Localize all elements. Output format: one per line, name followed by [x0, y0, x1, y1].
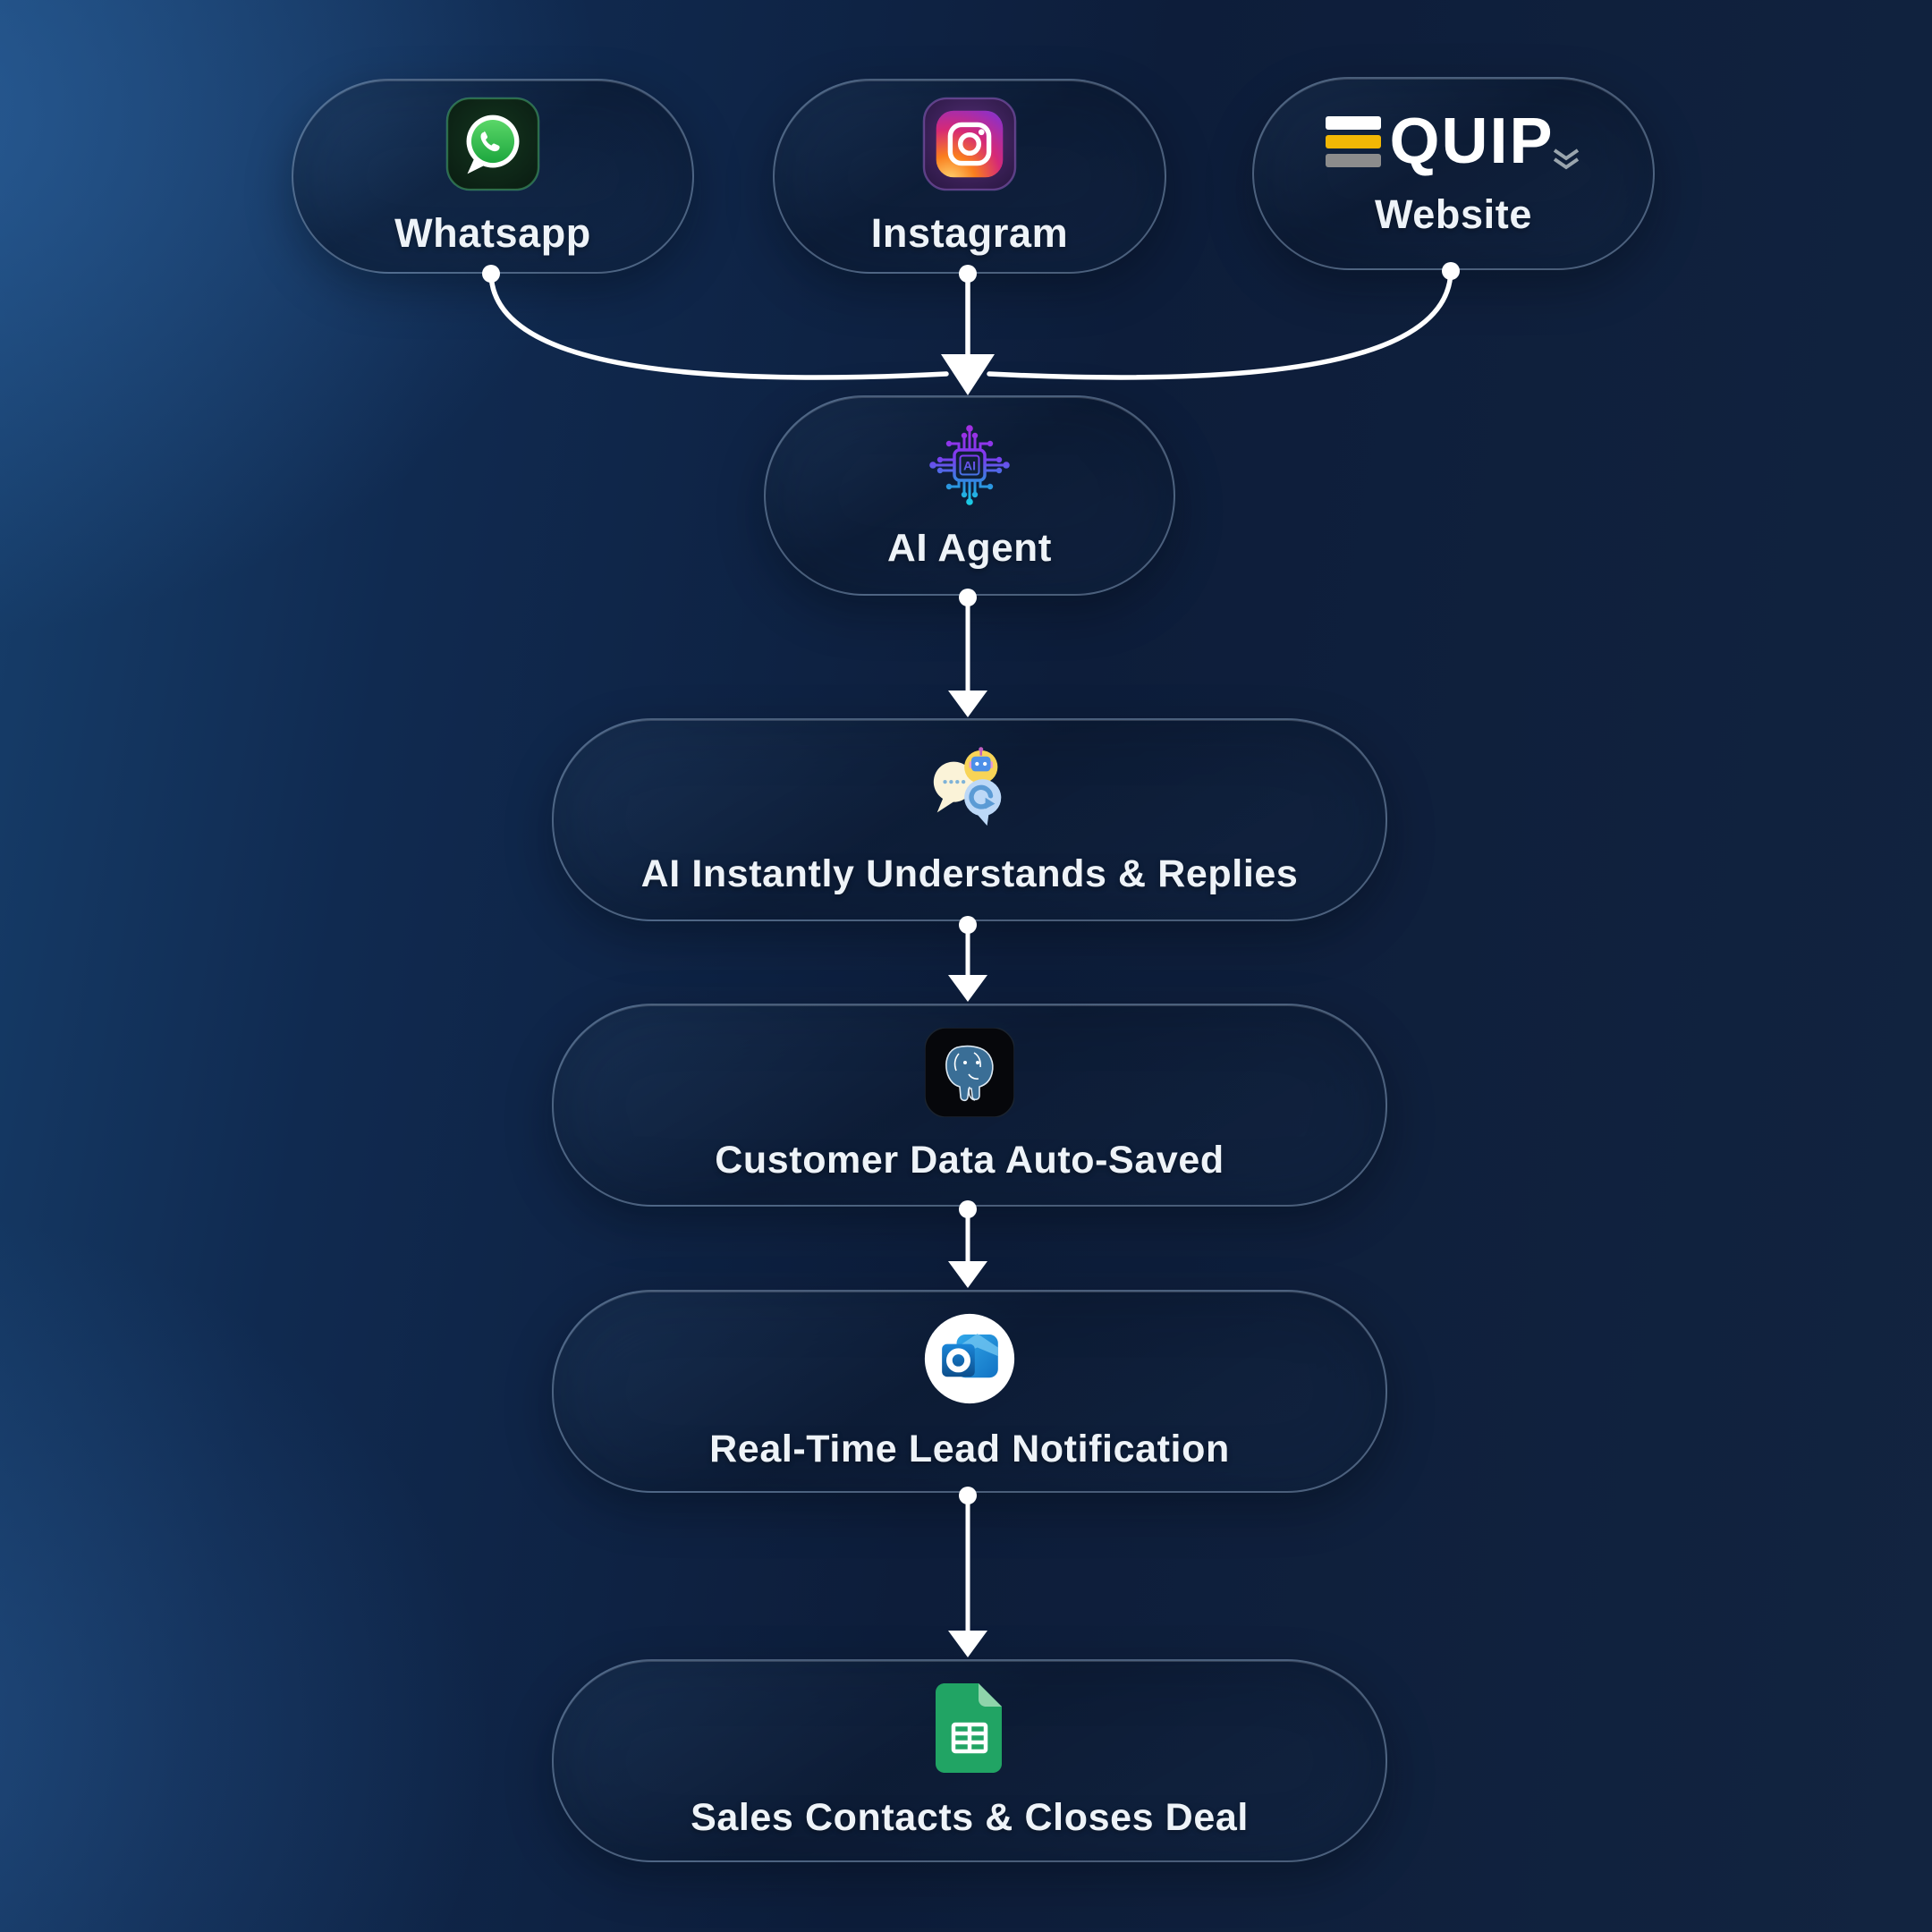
node-label-sales-deal: Sales Contacts & Closes Deal: [691, 1796, 1249, 1839]
node-customer-data-saved: Customer Data Auto-Saved: [552, 1004, 1387, 1207]
whatsapp-icon: [445, 97, 540, 191]
equip-logo-text: QUIP: [1389, 106, 1555, 177]
node-website: QUIP Website: [1252, 77, 1655, 270]
node-ai-understands-replies: AI Instantly Understands & Replies: [552, 718, 1387, 921]
equip-chevron-icon: [1553, 148, 1579, 170]
node-label-understands: AI Instantly Understands & Replies: [640, 852, 1299, 895]
node-lead-notification: Real-Time Lead Notification: [552, 1290, 1387, 1493]
node-label-website: Website: [1375, 191, 1532, 237]
node-label-lead-notification: Real-Time Lead Notification: [709, 1428, 1230, 1470]
equip-logo-e-bars: [1326, 115, 1382, 167]
ai-chip-icon: AI: [929, 425, 1010, 505]
node-label-instagram: Instagram: [870, 210, 1069, 256]
node-label-data-saved: Customer Data Auto-Saved: [715, 1139, 1224, 1182]
node-label-whatsapp: Whatsapp: [394, 210, 591, 256]
merge-curves: [488, 268, 1453, 380]
node-whatsapp: Whatsapp: [292, 79, 694, 274]
svg-text:AI: AI: [963, 459, 976, 473]
chat-bot-icon: [933, 747, 1002, 826]
node-instagram: Instagram: [773, 79, 1166, 274]
node-sales-closes-deal: Sales Contacts & Closes Deal: [552, 1659, 1387, 1862]
node-label-ai-agent: AI Agent: [886, 526, 1053, 570]
node-ai-agent: AI AI Agent: [764, 395, 1175, 596]
instagram-icon: [922, 97, 1017, 191]
postgresql-icon: [925, 1028, 1014, 1117]
google-sheets-icon: [936, 1683, 1002, 1773]
equip-logo: QUIP: [1326, 109, 1580, 174]
outlook-icon: [924, 1313, 1015, 1404]
